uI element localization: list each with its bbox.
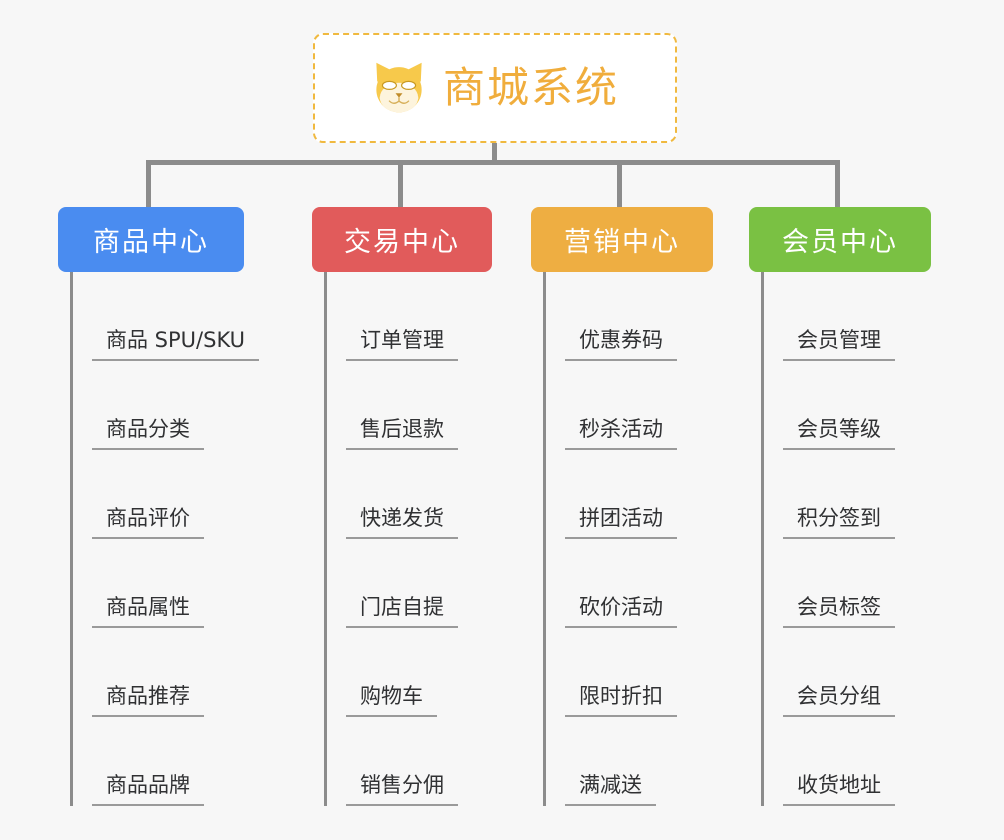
connector-drop-3 bbox=[617, 160, 622, 208]
connector-stem bbox=[492, 143, 497, 164]
page-title: 商城系统 bbox=[442, 63, 619, 112]
leaf-item[interactable]: 快递发货 bbox=[324, 450, 492, 539]
leaf-item[interactable]: 会员分组 bbox=[761, 628, 931, 717]
leaf-item[interactable]: 商品属性 bbox=[70, 539, 244, 628]
branch-spine bbox=[761, 272, 764, 806]
category-box-2[interactable]: 交易中心 bbox=[312, 207, 492, 272]
root-node-content: 商城系统 bbox=[371, 61, 619, 115]
leaf-label: 购物车 bbox=[346, 683, 437, 717]
leaf-label: 优惠券码 bbox=[565, 327, 677, 361]
leaf-label: 订单管理 bbox=[346, 327, 458, 361]
shiba-dog-icon bbox=[371, 61, 427, 115]
leaf-item[interactable]: 售后退款 bbox=[324, 361, 492, 450]
branch-column-2: 交易中心订单管理售后退款快递发货门店自提购物车销售分佣 bbox=[312, 207, 492, 806]
leaf-label: 会员标签 bbox=[783, 594, 895, 628]
leaf-item[interactable]: 门店自提 bbox=[324, 539, 492, 628]
connector-drop-1 bbox=[146, 160, 151, 208]
leaf-item[interactable]: 限时折扣 bbox=[543, 628, 713, 717]
leaf-item[interactable]: 拼团活动 bbox=[543, 450, 713, 539]
leaf-label: 商品评价 bbox=[92, 505, 204, 539]
branch-spine bbox=[324, 272, 327, 806]
leaf-label: 收货地址 bbox=[783, 772, 895, 806]
leaf-label: 售后退款 bbox=[346, 416, 458, 450]
leaf-label: 拼团活动 bbox=[565, 505, 677, 539]
leaf-item[interactable]: 满减送 bbox=[543, 717, 713, 806]
leaf-item[interactable]: 商品分类 bbox=[70, 361, 244, 450]
category-label: 商品中心 bbox=[93, 227, 209, 258]
category-label: 营销中心 bbox=[564, 227, 680, 258]
category-label: 交易中心 bbox=[344, 227, 460, 258]
leaf-item[interactable]: 会员标签 bbox=[761, 539, 931, 628]
leaf-list: 商品 SPU/SKU 商品分类商品评价商品属性商品推荐商品品牌 bbox=[58, 272, 260, 806]
leaf-label: 砍价活动 bbox=[565, 594, 677, 628]
leaf-label: 商品推荐 bbox=[92, 683, 204, 717]
leaf-item[interactable]: 积分签到 bbox=[761, 450, 931, 539]
leaf-label: 商品属性 bbox=[92, 594, 204, 628]
leaf-label: 商品 SPU/SKU bbox=[92, 327, 260, 361]
category-label: 会员中心 bbox=[782, 227, 898, 258]
connector-drop-2 bbox=[398, 160, 403, 208]
leaf-label: 商品品牌 bbox=[92, 772, 204, 806]
leaf-label: 限时折扣 bbox=[565, 683, 677, 717]
leaf-item[interactable]: 商品 SPU/SKU bbox=[70, 272, 260, 361]
leaf-list: 订单管理售后退款快递发货门店自提购物车销售分佣 bbox=[312, 272, 492, 806]
leaf-label: 满减送 bbox=[565, 772, 656, 806]
leaf-label: 快递发货 bbox=[346, 505, 458, 539]
leaf-item[interactable]: 会员管理 bbox=[761, 272, 931, 361]
leaf-list: 优惠券码秒杀活动拼团活动砍价活动限时折扣满减送 bbox=[531, 272, 713, 806]
category-box-4[interactable]: 会员中心 bbox=[749, 207, 931, 272]
leaf-label: 销售分佣 bbox=[346, 772, 458, 806]
leaf-item[interactable]: 商品评价 bbox=[70, 450, 244, 539]
leaf-label: 门店自提 bbox=[346, 594, 458, 628]
leaf-item[interactable]: 商品品牌 bbox=[70, 717, 244, 806]
leaf-item[interactable]: 订单管理 bbox=[324, 272, 492, 361]
leaf-item[interactable]: 优惠券码 bbox=[543, 272, 713, 361]
category-box-3[interactable]: 营销中心 bbox=[531, 207, 713, 272]
branch-column-3: 营销中心优惠券码秒杀活动拼团活动砍价活动限时折扣满减送 bbox=[531, 207, 713, 806]
leaf-item[interactable]: 秒杀活动 bbox=[543, 361, 713, 450]
leaf-item[interactable]: 购物车 bbox=[324, 628, 492, 717]
branch-spine bbox=[543, 272, 546, 806]
branch-column-4: 会员中心会员管理会员等级积分签到会员标签会员分组收货地址 bbox=[749, 207, 931, 806]
root-node[interactable]: 商城系统 bbox=[313, 33, 677, 143]
leaf-label: 会员等级 bbox=[783, 416, 895, 450]
leaf-label: 会员管理 bbox=[783, 327, 895, 361]
leaf-item[interactable]: 商品推荐 bbox=[70, 628, 244, 717]
branch-column-1: 商品中心商品 SPU/SKU 商品分类商品评价商品属性商品推荐商品品牌 bbox=[58, 207, 260, 806]
leaf-item[interactable]: 收货地址 bbox=[761, 717, 931, 806]
leaf-label: 积分签到 bbox=[783, 505, 895, 539]
leaf-label: 秒杀活动 bbox=[565, 416, 677, 450]
leaf-label: 商品分类 bbox=[92, 416, 204, 450]
leaf-list: 会员管理会员等级积分签到会员标签会员分组收货地址 bbox=[749, 272, 931, 806]
connector-drop-4 bbox=[835, 160, 840, 208]
branch-spine bbox=[70, 272, 73, 806]
leaf-item[interactable]: 会员等级 bbox=[761, 361, 931, 450]
connector-bus bbox=[146, 160, 840, 165]
leaf-label: 会员分组 bbox=[783, 683, 895, 717]
leaf-item[interactable]: 砍价活动 bbox=[543, 539, 713, 628]
category-box-1[interactable]: 商品中心 bbox=[58, 207, 244, 272]
leaf-item[interactable]: 销售分佣 bbox=[324, 717, 492, 806]
